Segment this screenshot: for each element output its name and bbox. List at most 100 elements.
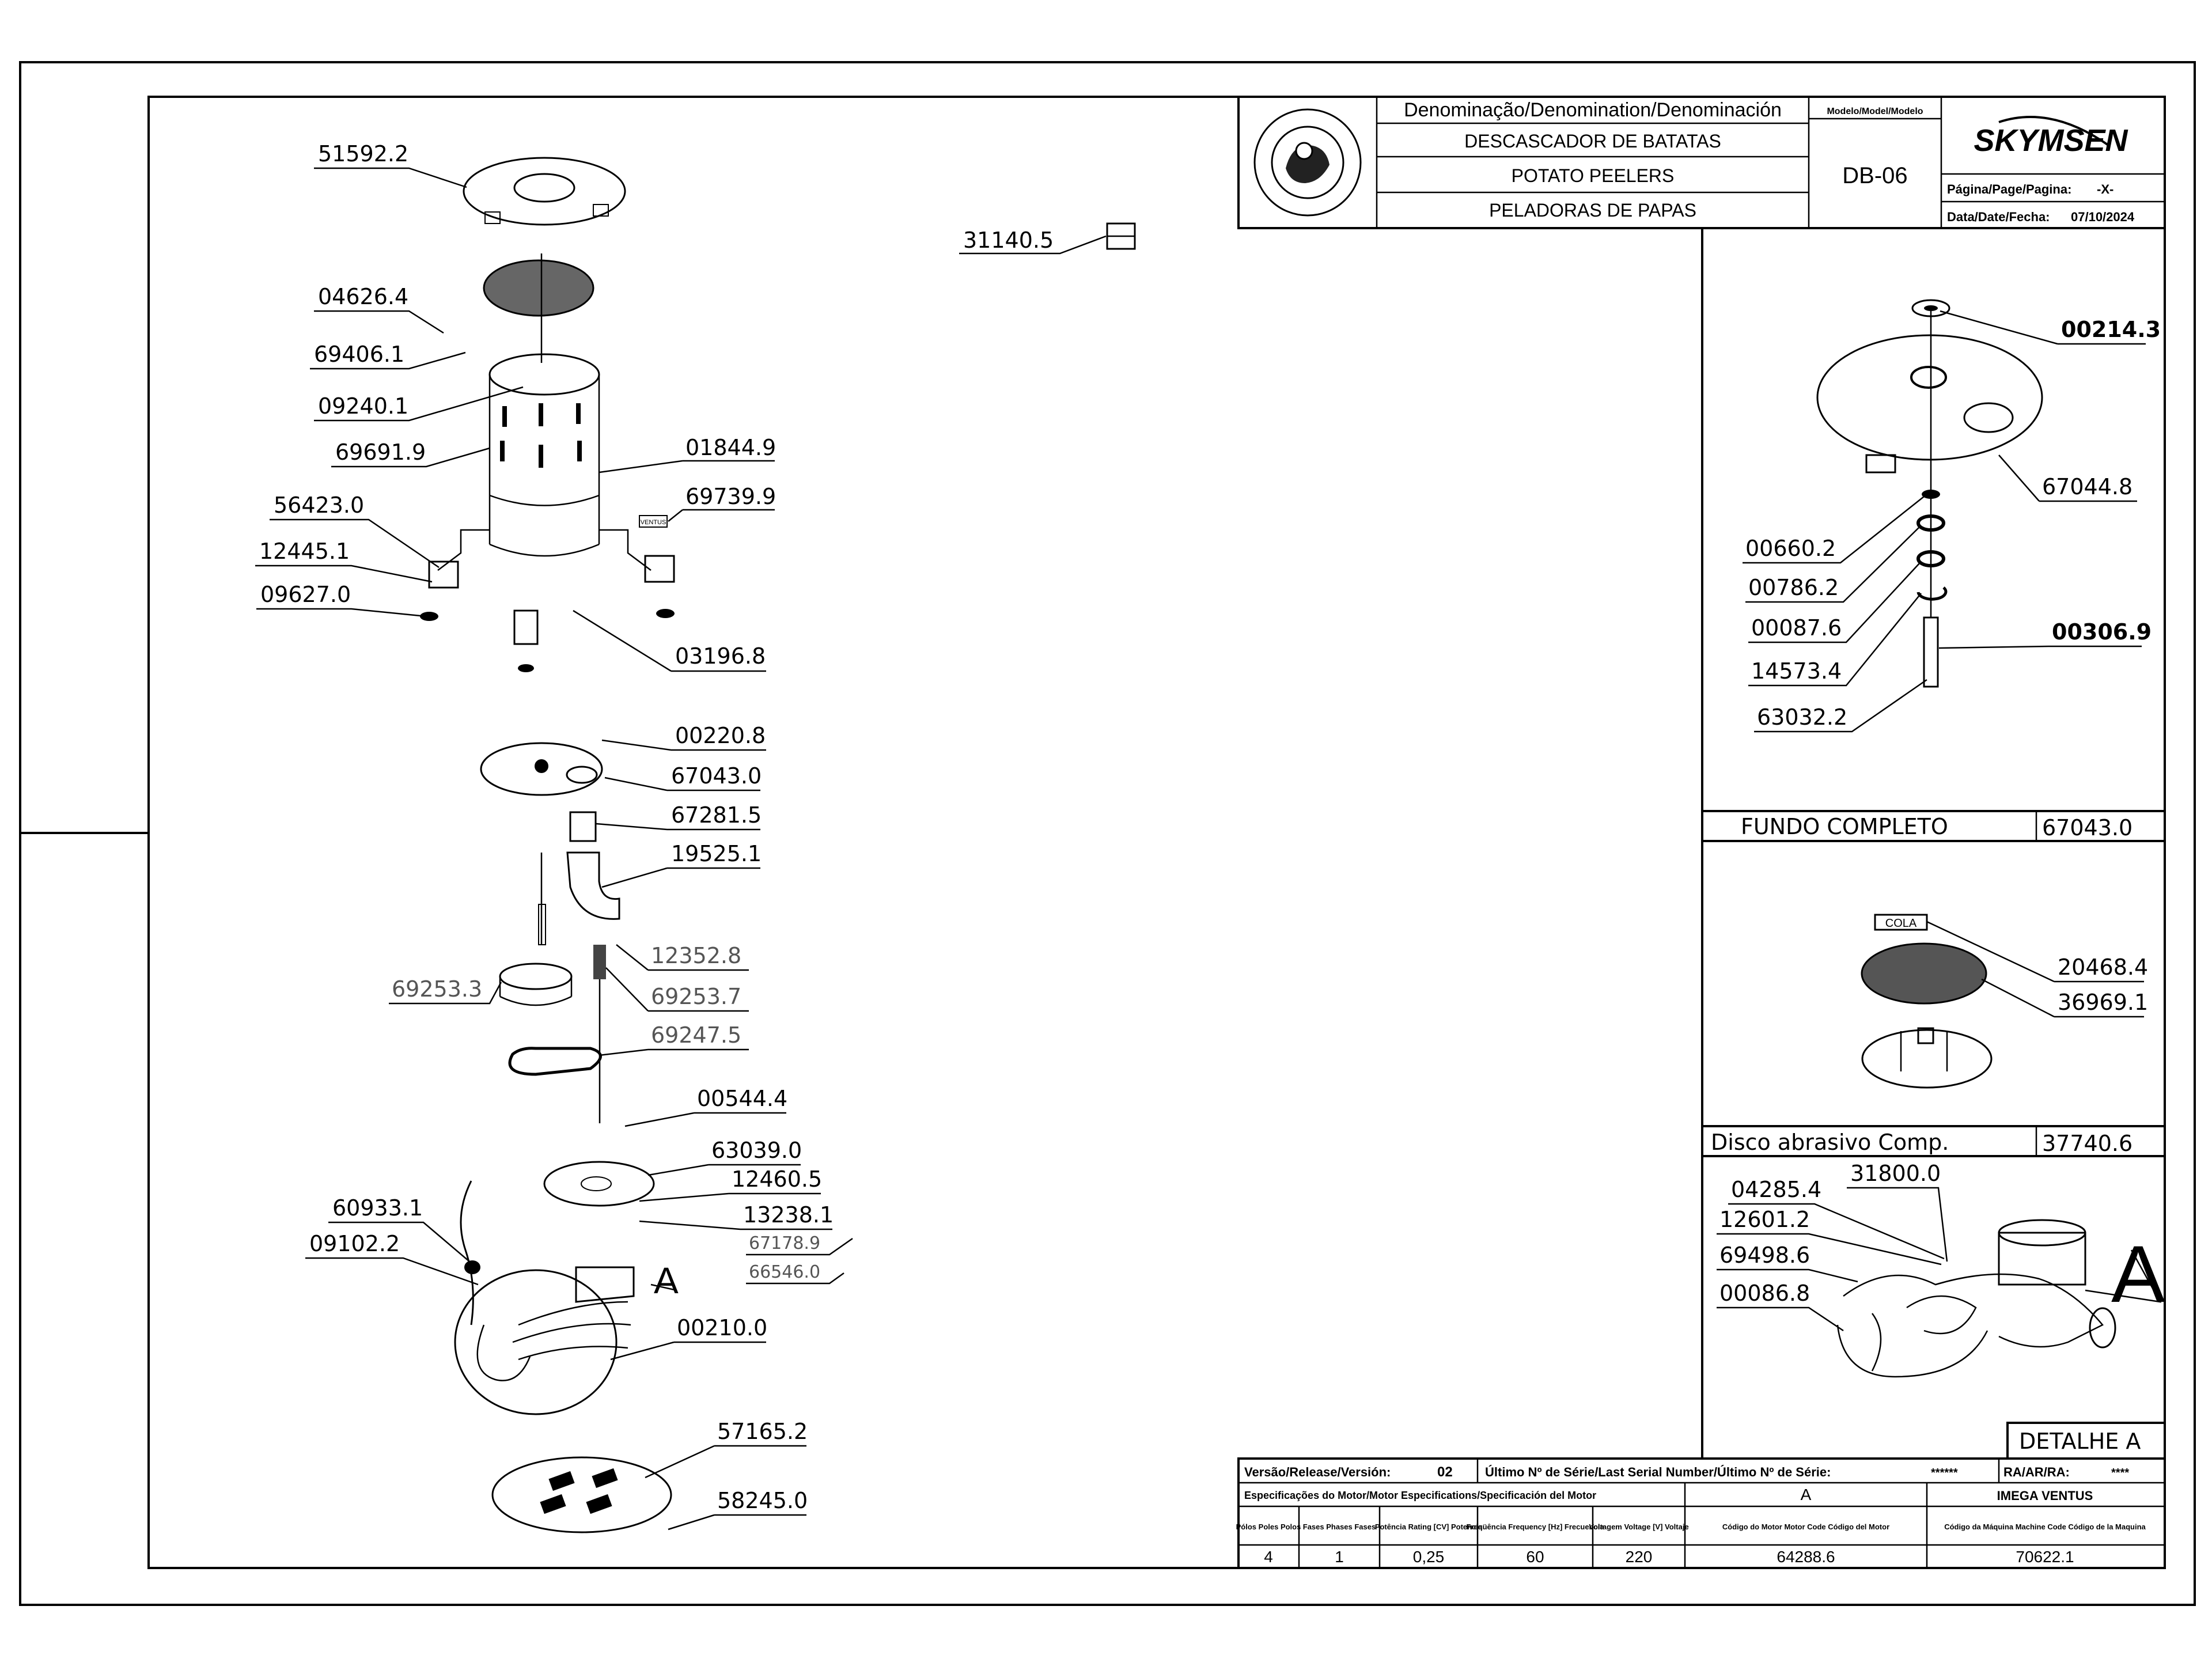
part-label: 58245.0 [668, 1488, 808, 1531]
svg-text:04285.4: 04285.4 [1731, 1177, 1821, 1202]
part-label: 00210.0 [610, 1315, 767, 1361]
svg-text:19525.1: 19525.1 [671, 841, 762, 866]
svg-text:67043.0: 67043.0 [671, 763, 762, 789]
svg-text:00214.3: 00214.3 [2061, 317, 2161, 342]
svg-text:00087.6: 00087.6 [1751, 615, 1842, 641]
version-label: Versão/Release/Versión: [1244, 1465, 1391, 1479]
svg-text:00544.4: 00544.4 [697, 1086, 787, 1111]
svg-text:03196.8: 03196.8 [675, 643, 766, 669]
col-frequency: Freqüência Frequency [Hz] Frecuencia [1466, 1522, 1604, 1531]
svg-text:69247.5: 69247.5 [651, 1022, 741, 1048]
svg-text:01844.9: 01844.9 [685, 435, 776, 460]
svg-text:60933.1: 60933.1 [332, 1195, 423, 1221]
svg-text:00306.9: 00306.9 [2052, 619, 2152, 645]
part-label: 69253.3 [389, 976, 502, 1005]
page-label: Página/Page/Pagina: [1947, 182, 2071, 196]
svg-text:12460.5: 12460.5 [732, 1166, 822, 1192]
disco-code: 37740.6 [2042, 1131, 2133, 1156]
col-voltage: Voltagem Voltage [V] Voltaje [1589, 1522, 1688, 1531]
version-value: 02 [1437, 1464, 1453, 1480]
detalhe-caption: DETALHE A [2019, 1429, 2141, 1454]
part-label: 51592.2 [314, 141, 467, 188]
part-label: 31800.0 [1847, 1161, 1948, 1262]
part-label: 12445.1 [255, 539, 433, 583]
motor-code-value: 64288.6 [1777, 1548, 1835, 1566]
part-label: 00220.8 [601, 723, 766, 751]
name-en: POTATO PEELERS [1512, 165, 1675, 186]
ra-label: RA/AR/RA: [2003, 1465, 2070, 1479]
col-motor-code: Código do Motor Motor Code Código del Mo… [1722, 1522, 1889, 1531]
voltage-value: 220 [1626, 1548, 1653, 1566]
name-pt: DESCASCADOR DE BATATAS [1464, 131, 1721, 151]
part-label: 00660.2 [1743, 496, 1925, 564]
denomination-header: Denominação/Denomination/Denominación [1404, 99, 1782, 121]
motor-spec-block: Versão/Release/Versión: 02 Último Nº de … [1236, 1457, 2166, 1569]
part-label: 66546.0 [746, 1262, 844, 1285]
power-value: 0,25 [1413, 1548, 1445, 1566]
part-label: 57165.2 [645, 1419, 808, 1479]
svg-text:69739.9: 69739.9 [685, 484, 776, 509]
part-label: 67281.5 [596, 802, 762, 831]
part-label: 19525.1 [601, 841, 762, 888]
col-phases: Fases Phases Fases [1303, 1522, 1376, 1531]
frequency-value: 60 [1526, 1548, 1544, 1566]
svg-text:00220.8: 00220.8 [675, 723, 766, 748]
svg-text:67281.5: 67281.5 [671, 802, 762, 828]
part-label: 60933.1 [328, 1195, 470, 1262]
authorized-service-seal [1253, 108, 1362, 217]
ra-value: **** [2111, 1467, 2129, 1479]
motor-type: A [1801, 1486, 1812, 1503]
detalhe-part-labels: 04285.4 31800.0 12601.2 69498.6 00086.8 … [1717, 1161, 2141, 1454]
ventus-sticker: VENTUS [641, 519, 666, 526]
part-label: 04626.4 [314, 284, 444, 334]
model-value: DB-06 [1842, 163, 1907, 188]
svg-text:67178.9: 67178.9 [749, 1233, 820, 1253]
svg-text:09240.1: 09240.1 [318, 393, 408, 419]
machine-code-value: 70622.1 [2016, 1548, 2074, 1566]
part-label: 69498.6 [1717, 1243, 1858, 1283]
svg-text:57165.2: 57165.2 [717, 1419, 808, 1444]
title-block: Denominação/Denomination/Denominación DE… [1237, 96, 2166, 229]
part-label: 36969.1 [1981, 978, 2148, 1018]
svg-text:67044.8: 67044.8 [2042, 474, 2133, 499]
part-label: 09627.0 [256, 582, 427, 618]
date-label: Data/Date/Fecha: [1947, 210, 2050, 224]
fundo-part-labels: 00214.3 67044.8 00660.2 00786.2 00087.6 … [1741, 310, 2161, 840]
part-label: 67178.9 [746, 1233, 853, 1256]
phases-value: 1 [1335, 1548, 1344, 1566]
svg-text:63032.2: 63032.2 [1757, 704, 1847, 730]
svg-text:04626.4: 04626.4 [318, 284, 408, 309]
detail-marker: A [2111, 1229, 2165, 1319]
svg-text:00786.2: 00786.2 [1748, 575, 1839, 600]
svg-text:20468.4: 20468.4 [2058, 955, 2148, 980]
svg-text:66546.0: 66546.0 [749, 1262, 820, 1282]
part-label: 14573.4 [1748, 593, 1922, 687]
part-label: 00086.8 [1717, 1281, 1844, 1332]
svg-text:12445.1: 12445.1 [259, 539, 350, 564]
part-label: 67044.8 [1998, 454, 2137, 502]
col-machine-code: Código da Máquina Machine Code Código de… [1944, 1522, 2146, 1531]
part-label: 12460.5 [639, 1166, 822, 1202]
cola-tag: COLA [1885, 917, 1917, 930]
svg-text:09102.2: 09102.2 [309, 1231, 400, 1256]
brand-logo: SKYMSEN [1974, 123, 2128, 158]
disco-part-labels: 20468.4 36969.1 Disco abrasivo Comp. 377… [1711, 921, 2148, 1156]
svg-text:31800.0: 31800.0 [1850, 1161, 1941, 1186]
part-label: 20468.4 [1926, 921, 2148, 983]
date-value: 07/10/2024 [2071, 210, 2135, 224]
part-label: 00786.2 [1745, 527, 1920, 603]
fundo-code: 67043.0 [2042, 815, 2133, 840]
page-value: -X- [2097, 182, 2113, 196]
part-label: 63039.0 [647, 1138, 802, 1176]
part-label: 04285.4 [1728, 1177, 1945, 1260]
part-label: 69253.7 [605, 967, 749, 1012]
machine-name: IMEGA VENTUS [1997, 1488, 2093, 1503]
svg-text:13238.1: 13238.1 [743, 1202, 834, 1228]
serial-value: ****** [1931, 1467, 1958, 1479]
svg-text:51592.2: 51592.2 [318, 141, 408, 166]
part-label: 63032.2 [1754, 679, 1927, 733]
svg-text:69498.6: 69498.6 [1719, 1243, 1810, 1268]
svg-text:36969.1: 36969.1 [2058, 990, 2148, 1015]
